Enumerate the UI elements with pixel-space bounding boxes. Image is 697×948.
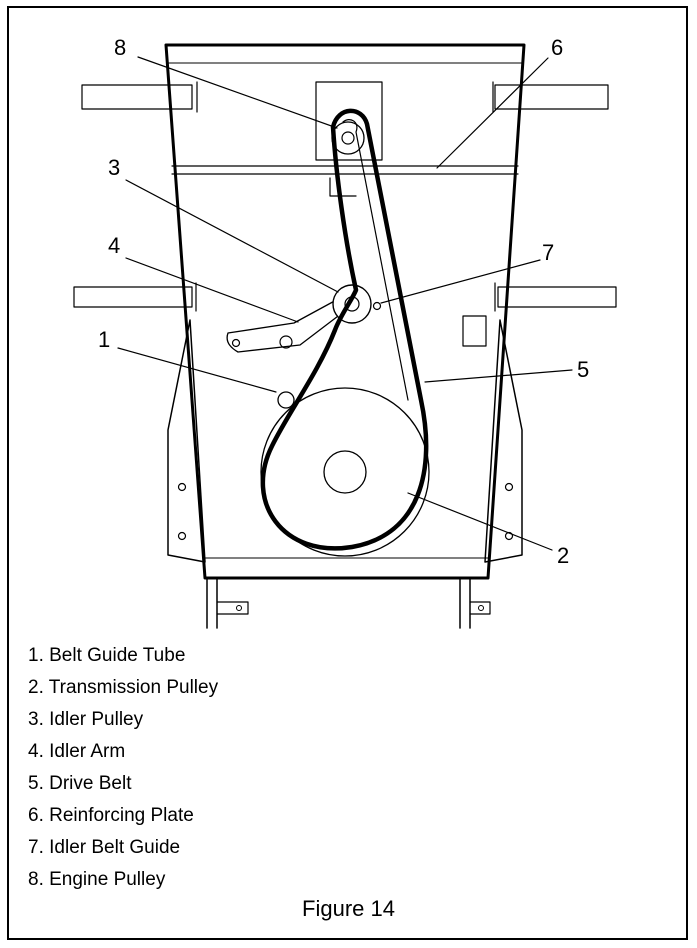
legend-item: 2. Transmission Pulley [28,677,219,698]
callout-5: 5 [577,357,589,382]
callout-6: 6 [551,35,563,60]
leader-6 [436,57,549,169]
legend-item: 8. Engine Pulley [28,869,166,890]
deck-plate [164,43,526,580]
left-upper-tube [81,84,193,110]
leader-7 [380,259,541,304]
belt-drive-diagram: 8 6 3 4 7 1 5 2 [73,35,617,629]
callout-1: 1 [98,327,110,352]
leader-8 [137,56,338,129]
engine-bracket [315,81,383,161]
belt-guide-tube [277,391,295,409]
leader-1 [117,347,277,393]
transmission-pulley-hub [323,450,367,494]
right-upper-tube [494,84,609,110]
leader-4 [125,257,299,323]
leader-2 [407,492,553,551]
legend-item: 4. Idler Arm [28,741,126,762]
left-side-frame [167,319,206,563]
legend-item: 7. Idler Belt Guide [28,837,181,858]
transmission-pulley [260,387,430,557]
callout-8: 8 [114,35,126,60]
leader-3 [125,179,339,293]
right-side-frame [484,319,523,563]
legend-item: 3. Idler Pulley [28,709,144,730]
drive-belt [260,108,429,551]
legend-item: 1. Belt Guide Tube [28,645,186,666]
leader-5 [424,369,573,383]
right-bottom-bracket [459,577,471,629]
callout-4: 4 [108,233,120,258]
figure-caption: Figure 14 [302,896,395,921]
legend-item: 5. Drive Belt [28,773,132,794]
callout-7: 7 [542,240,554,265]
parts-legend: 1. Belt Guide Tube 2. Transmission Pulle… [28,640,218,896]
right-middle-tube [497,286,617,308]
legend-item: 6. Reinforcing Plate [28,805,194,826]
callout-3: 3 [108,155,120,180]
left-bottom-bracket [206,577,218,629]
plate-slot [462,315,487,347]
left-middle-tube [73,286,193,308]
figure-frame [7,6,688,940]
idler-belt-guide [372,301,382,311]
callout-2: 2 [557,543,569,568]
